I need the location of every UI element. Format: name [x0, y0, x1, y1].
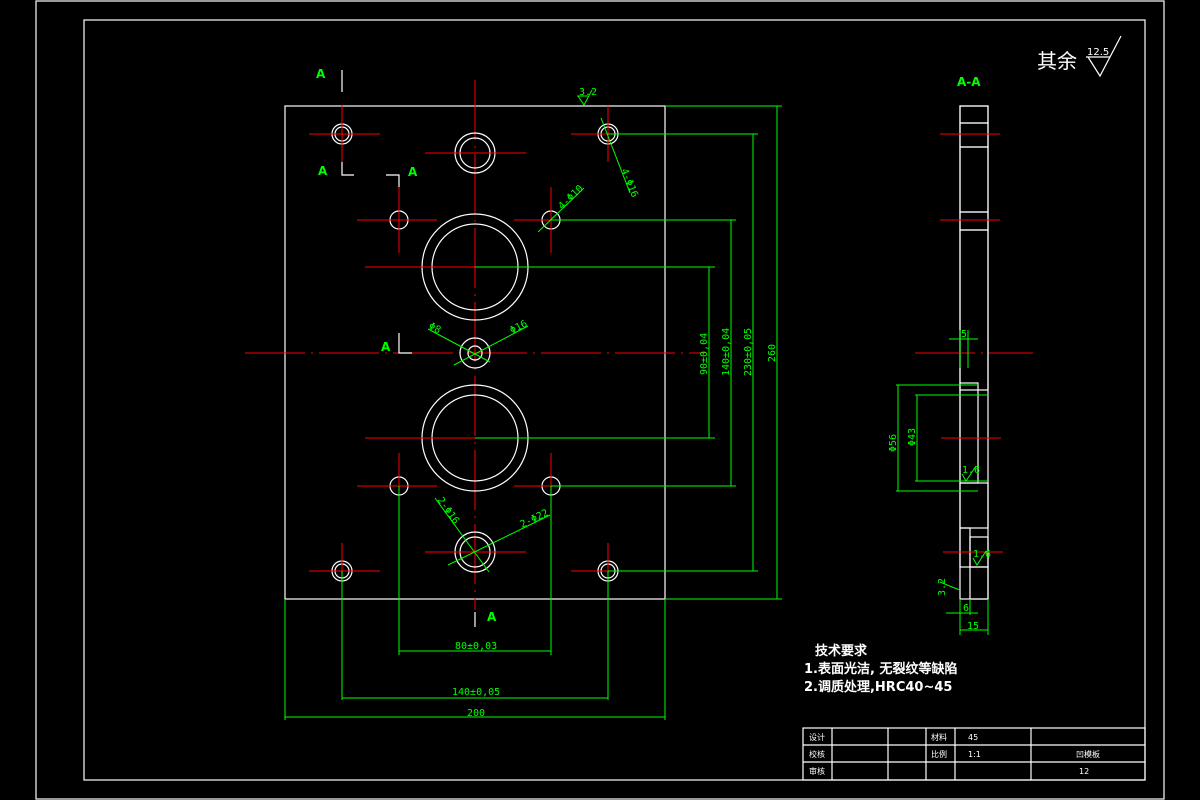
- roughness-top-edge: 3.2: [577, 87, 597, 106]
- section-roughness-3: 3.2: [937, 578, 948, 596]
- section-marker-a: A: [316, 67, 326, 81]
- dim-200: 200: [467, 708, 485, 719]
- section-marker-a: A: [381, 340, 391, 354]
- section-marker-a: A: [408, 165, 418, 179]
- roughness-value: 12.5: [1087, 47, 1109, 58]
- tb-approve-label: 审核: [809, 766, 825, 776]
- leader-bottom-large: [447, 514, 551, 566]
- section-view: A-A 5 Φ56: [888, 75, 1033, 635]
- callout-bottom-small: 2-Φ16: [435, 495, 461, 526]
- section-dim-6: 6: [963, 603, 969, 614]
- callout-center-large: Φ16: [508, 318, 529, 336]
- dimension-lines-right: [475, 105, 782, 600]
- leader-inner-holes: [537, 187, 585, 233]
- leader-center-large: [453, 325, 529, 366]
- tb-part-name: 凹模板: [1076, 749, 1100, 759]
- section-dim-15: 15: [967, 621, 979, 632]
- callout-corner-holes: 4-Φ16: [618, 167, 639, 199]
- outer-frame: [35, 0, 1165, 800]
- dim-80: 80±0,03: [455, 641, 497, 652]
- section-marker-a: A: [318, 164, 328, 178]
- tb-material-label: 材料: [931, 732, 947, 742]
- dim-230: 230±0,05: [743, 328, 754, 376]
- inner-hole-tl: [357, 187, 437, 253]
- top-counterbore-hole: [425, 132, 526, 174]
- section-roughness-2: 1.6: [973, 549, 991, 560]
- section-dim-5: 5: [961, 329, 967, 340]
- section-dim-43: Φ43: [907, 428, 918, 446]
- surface-roughness-note: 其余 12.5: [1037, 35, 1122, 78]
- dim-260: 260: [767, 344, 778, 362]
- title-block: 设计 校核 审核 材料 比例 45 1:1 凹模板 12: [802, 727, 1146, 781]
- corner-hole-bl: [309, 543, 380, 598]
- tb-drawing-number: 12: [1079, 767, 1089, 776]
- main-view: A A A A A 3.2 4-Φ16 4-Φ10 Φ8 Φ16 2-Φ16 2…: [245, 67, 782, 720]
- tb-design-label: 设计: [809, 732, 825, 742]
- leader-corner-holes: [600, 117, 631, 194]
- callout-inner-holes: 4-Φ10: [556, 183, 585, 212]
- dim-140-vertical: 140±0,04: [721, 328, 732, 376]
- roughness-symbol-icon: [1087, 35, 1122, 78]
- tb-scale-label: 比例: [931, 749, 947, 759]
- leader-center-small: [427, 328, 491, 363]
- technical-requirements: 技术要求 1.表面光洁, 无裂纹等缺陷 2.调质处理,HRC40~45: [804, 643, 957, 695]
- dim-90: 90±0,04: [699, 333, 710, 375]
- section-cut-line: [341, 70, 476, 627]
- dimension-lines-bottom: [284, 486, 666, 720]
- roughness-prefix: 其余: [1037, 49, 1077, 73]
- tech-req-item-1: 1.表面光洁, 无裂纹等缺陷: [804, 661, 957, 677]
- section-marker-a: A: [487, 610, 497, 624]
- inner-hole-bl: [357, 453, 437, 519]
- section-roughness-1: 1.6: [962, 465, 980, 476]
- tech-req-title: 技术要求: [815, 643, 868, 659]
- svg-text:3.2: 3.2: [579, 87, 597, 98]
- tech-req-item-2: 2.调质处理,HRC40~45: [804, 679, 952, 695]
- callout-center-small: Φ8: [427, 321, 443, 336]
- callout-bottom-large: 2-Φ22: [518, 508, 550, 531]
- inner-frame: [83, 19, 1146, 781]
- leader-bottom-small: [434, 497, 490, 573]
- corner-hole-tl: [309, 105, 380, 162]
- center-pilot-hole: [459, 337, 491, 369]
- dim-140-horizontal: 140±0,05: [452, 687, 500, 698]
- tb-check-label: 校核: [809, 749, 825, 759]
- tb-material-value: 45: [968, 733, 978, 742]
- tb-scale-value: 1:1: [968, 750, 981, 759]
- section-view-label: A-A: [957, 75, 981, 89]
- section-dim-56: Φ56: [888, 434, 899, 452]
